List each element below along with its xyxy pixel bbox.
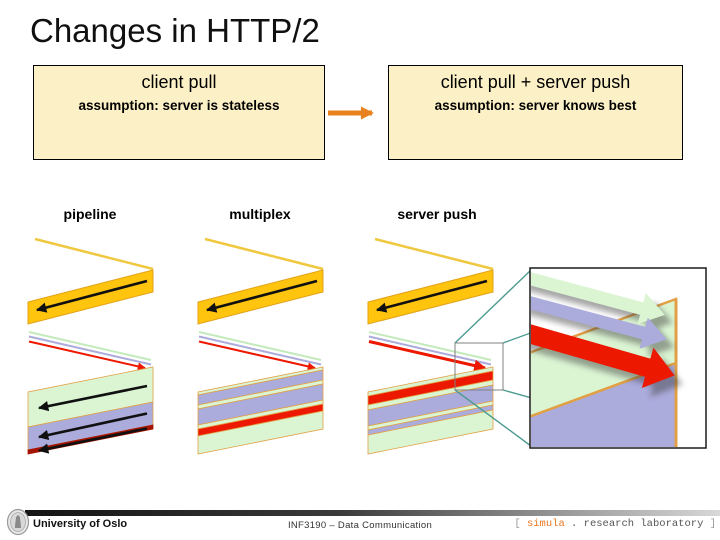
push-request-lines	[368, 331, 492, 372]
gold-response-band	[27, 269, 154, 325]
inset-green-arrow-icon	[531, 269, 665, 325]
footer-institution: University of Oslo	[33, 518, 128, 530]
lab-bracket-open: [	[514, 518, 527, 530]
gold-response-band	[197, 269, 324, 325]
multiplexed-response-band	[197, 366, 324, 455]
diagram-label-pipeline: pipeline	[63, 206, 117, 222]
footer-lab: [ simula . research laboratory ]	[514, 518, 716, 530]
callout-source-rect	[454, 342, 504, 391]
request-line-yellow	[34, 237, 154, 271]
pipelined-request-lines	[28, 331, 152, 371]
inset-purple-arrow-icon	[531, 293, 667, 349]
client-pull-box: client pull assumption: server is statel…	[33, 65, 325, 160]
server-push-box-title: client pull + server push	[440, 72, 631, 92]
footer-divider-bar	[25, 510, 720, 516]
inset-red-arrow-icon	[531, 320, 675, 388]
gold-response-band	[367, 269, 494, 325]
multiplexed-request-lines	[198, 331, 322, 371]
server-push-box: client pull + server push assumption: se…	[388, 65, 683, 160]
lab-brand: simula	[526, 518, 565, 530]
inset-purple-band	[531, 361, 678, 447]
inset-border	[529, 267, 707, 449]
pipelined-response-band	[27, 366, 154, 455]
diagram-pipeline	[27, 237, 154, 455]
diagram-label-multiplex: multiplex	[229, 206, 291, 222]
client-pull-box-subtitle: assumption: server is stateless	[78, 98, 280, 113]
diagram-server-push	[367, 237, 494, 455]
client-pull-box-title: client pull	[141, 72, 217, 92]
lab-dot: .	[564, 518, 584, 530]
footer-course: INF3190 – Data Communication	[287, 520, 433, 531]
request-line-yellow	[204, 237, 324, 271]
diagram-multiplex	[197, 237, 324, 455]
slide-title: Changes in HTTP/2	[30, 12, 320, 49]
magnified-inset	[529, 267, 707, 449]
pushed-response-band	[367, 366, 494, 455]
diagram-label-server-push: server push	[397, 206, 477, 222]
lab-name: research laboratory	[583, 518, 704, 530]
request-line-yellow	[374, 237, 494, 271]
server-push-box-subtitle: assumption: server knows best	[434, 98, 637, 113]
uio-logo-icon	[6, 508, 30, 536]
lab-bracket-close: ]	[703, 518, 716, 530]
